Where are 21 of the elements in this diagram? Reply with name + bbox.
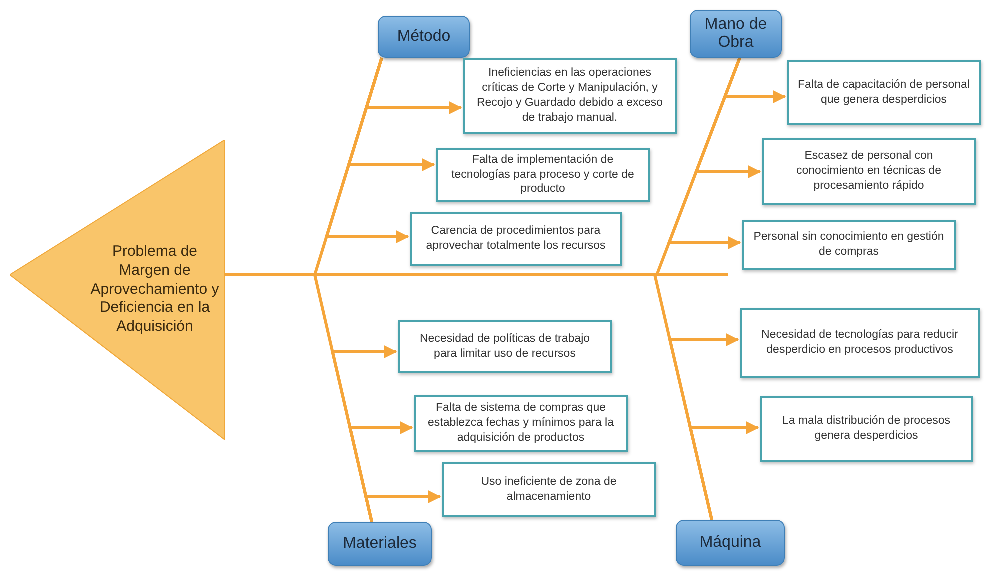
cause-box: Ineficiencias en las operaciones críticas de Corte y Manipulación, y Recojo y Guardado debido a exceso de trabajo manual. (463, 58, 677, 134)
problem-text: Problema de Margen de Aprovechamiento y Deficiencia en la Adquisición (90, 243, 220, 337)
cause-box: Falta de capacitación de personal que genera desperdicios (787, 60, 981, 125)
cause-box: La mala distribución de procesos genera desperdicios (760, 396, 973, 462)
category-box: Materiales (328, 522, 432, 566)
arrow (688, 421, 760, 520)
cause-box: Falta de implementación de tecnologías para proceso y corte de producto (436, 148, 650, 202)
arrow (364, 490, 442, 522)
arrow (667, 57, 742, 250)
cause-box: Necesidad de tecnologías para reducir desperdicio en procesos productivos (740, 308, 980, 378)
cause-box: Uso ineficiente de zona de almacenamiento (442, 462, 656, 517)
category-box: Método (378, 16, 470, 58)
cause-box: Personal sin conocimiento en gestión de compras (742, 220, 956, 270)
cause-box: Carencia de procedimientos para aprovechar totalmente los recursos (410, 212, 622, 266)
category-box: Máquina (676, 520, 785, 566)
cause-box: Escasez de personal con conocimiento en técnicas de procesamiento rápido (762, 138, 976, 205)
cause-box: Falta de sistema de compras que establezca fechas y mínimos para la adquisición de productos (414, 395, 628, 452)
cause-box: Necesidad de políticas de trabajo para limitar uso de recursos (398, 320, 612, 373)
problem-head (10, 140, 225, 440)
category-box: Mano de Obra (690, 10, 782, 58)
arrow (324, 58, 410, 244)
